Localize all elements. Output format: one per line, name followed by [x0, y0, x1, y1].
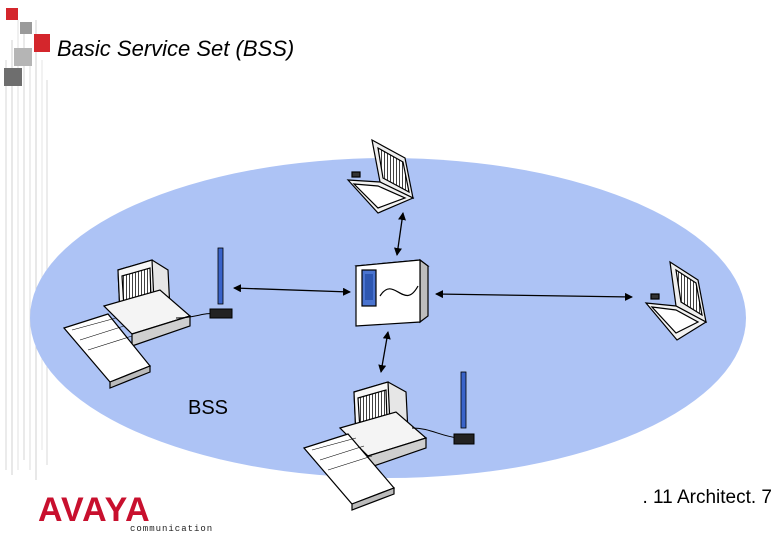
laptop-icon — [644, 260, 708, 341]
desktop-computer-icon — [302, 381, 428, 511]
logo-word: AVAYA — [38, 491, 151, 529]
antenna-icon — [209, 247, 233, 319]
laptop-icon — [346, 138, 415, 214]
gray-square-left — [14, 48, 32, 66]
slide-title: Basic Service Set (BSS) — [57, 36, 295, 61]
link-ap-laptop-right — [435, 290, 633, 301]
slide-footer-text: . 11 Architect. 7 — [642, 487, 772, 508]
bss-label: BSS — [188, 397, 229, 419]
red-square-top — [6, 8, 18, 20]
desktop-computer-icon — [62, 259, 192, 389]
antenna-icon — [453, 371, 475, 445]
avaya-logo: AVAYA communication — [38, 492, 218, 536]
red-square-main — [34, 34, 50, 52]
link-ap-desktop-bottom — [378, 331, 391, 373]
gray-square-top — [20, 22, 32, 34]
access-point-icon — [354, 258, 430, 327]
vertical-lines — [5, 20, 48, 480]
logo-subtitle: communication — [130, 524, 214, 534]
link-ap-desktop-left — [233, 284, 351, 296]
dark-square — [4, 68, 22, 86]
link-ap-laptop-top — [394, 212, 406, 256]
decorative-stripes — [4, 8, 50, 480]
